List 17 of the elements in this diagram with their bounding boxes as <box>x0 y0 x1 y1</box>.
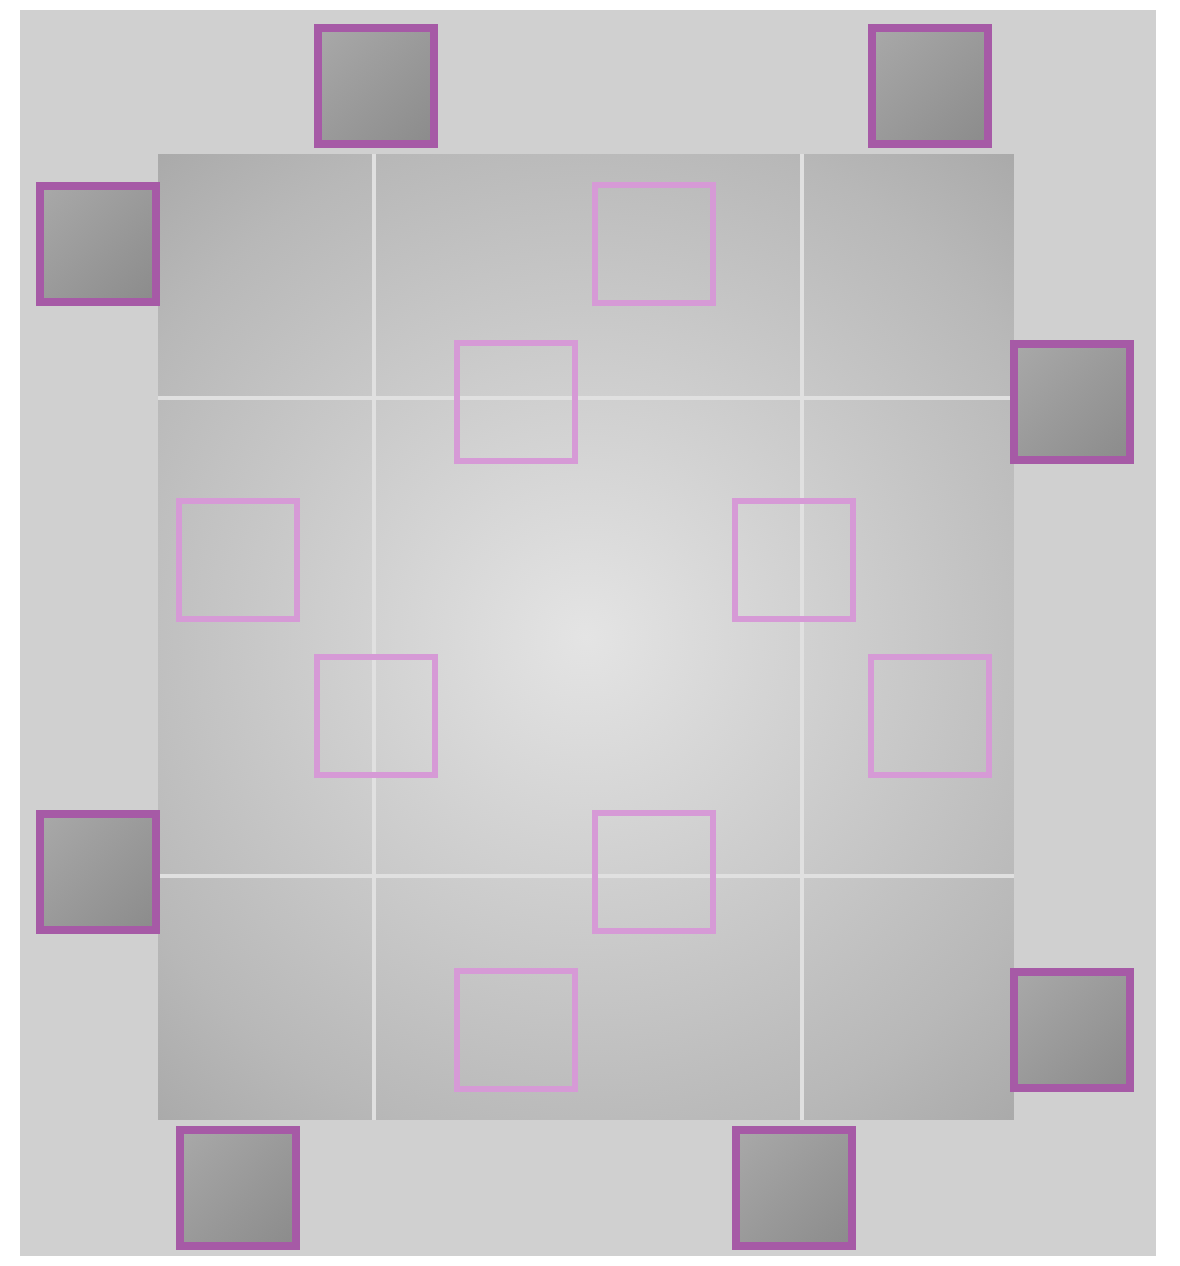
outline-tile <box>454 968 578 1092</box>
outline-tile <box>592 810 716 934</box>
outline-tile <box>314 654 438 778</box>
outline-tile <box>592 182 716 306</box>
grid-panel <box>158 154 1014 1120</box>
tile <box>36 182 160 306</box>
outline-tile <box>454 340 578 464</box>
tile <box>732 1126 856 1250</box>
tile <box>36 810 160 934</box>
outline-tile <box>176 498 300 622</box>
tile <box>868 24 992 148</box>
outline-tile <box>732 498 856 622</box>
tile <box>1010 968 1134 1092</box>
tile <box>176 1126 300 1250</box>
outline-tile <box>868 654 992 778</box>
tile <box>314 24 438 148</box>
tile <box>1010 340 1134 464</box>
